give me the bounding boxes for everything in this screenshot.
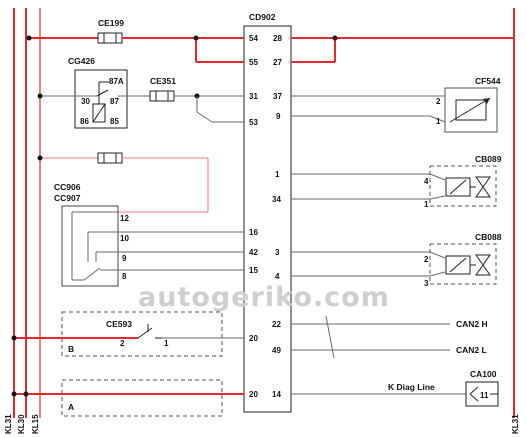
sensor-cf544 <box>291 87 498 133</box>
pin-27: 27 <box>273 58 282 67</box>
pin-9: 9 <box>276 112 281 121</box>
fuse-ce199-label: CE199 <box>98 18 124 28</box>
power-rails <box>13 8 515 418</box>
pin-37: 37 <box>273 92 282 101</box>
pin-31: 31 <box>249 92 258 101</box>
ecu-cd902-body <box>243 25 292 413</box>
cb088-pin-3: 3 <box>424 279 429 288</box>
watermark: autogeriko.com <box>138 282 390 313</box>
pin-49: 49 <box>272 346 281 355</box>
pin-15: 15 <box>249 266 258 275</box>
rail-label-kl31-left: KL31 <box>4 414 13 434</box>
pin-16: 16 <box>249 228 258 237</box>
pin-53: 53 <box>249 118 258 127</box>
pin-20-upper: 20 <box>249 334 258 343</box>
cf544-pin-1: 1 <box>436 117 441 126</box>
relay-pin-86: 86 <box>80 117 89 126</box>
junction-dot <box>23 391 29 397</box>
pin-55: 55 <box>249 58 258 67</box>
junction-dot <box>37 155 43 161</box>
relay-pin-30: 30 <box>81 97 90 106</box>
junction-dot <box>11 335 17 341</box>
box-b-label: B <box>68 344 74 354</box>
ca100-pin-11: 11 <box>480 391 489 400</box>
pin-22: 22 <box>272 320 281 329</box>
fuse-ce351-relay <box>149 90 175 102</box>
fuse-ce351-relay-label: CE351 <box>150 76 176 86</box>
rail-label-kl15: KL15 <box>31 414 40 434</box>
valve-cb089-label: CB089 <box>475 154 502 164</box>
switch-pin-9: 9 <box>122 254 127 263</box>
cb089-pin-1: 1 <box>424 200 429 209</box>
switch-cc906-label: CC906 <box>54 182 81 192</box>
cb088-pin-2: 2 <box>424 255 429 264</box>
junction-dot <box>332 35 338 41</box>
switch-pin-12: 12 <box>120 214 129 223</box>
cf544-pin-2: 2 <box>436 97 441 106</box>
rail-label-kl31-right: KL31 <box>511 414 520 434</box>
ecu-cd902-label: CD902 <box>249 12 276 22</box>
cb089-pin-4: 4 <box>424 177 429 186</box>
relay-pin-85: 85 <box>110 117 119 126</box>
junction-dot <box>11 391 17 397</box>
ce351-relay-circuit <box>149 90 244 123</box>
fuse-ce199 <box>97 32 123 44</box>
valve-cb088 <box>291 243 497 285</box>
box-a-label: A <box>68 402 74 412</box>
junction-dot <box>26 35 32 41</box>
relay-pin-87a: 87A <box>109 77 124 86</box>
sensor-cf544-label: CF544 <box>475 76 501 86</box>
fuse-ce351-feed <box>97 152 123 164</box>
switch-cc907-label: CC907 <box>54 193 81 203</box>
connector-ca100-label: CA100 <box>470 369 497 379</box>
junction-dot <box>193 35 199 41</box>
pin-54: 54 <box>249 34 258 43</box>
pin-4: 4 <box>275 272 280 281</box>
rail-label-kl30: KL30 <box>17 414 26 434</box>
relay-cg426-label: CG426 <box>68 56 95 66</box>
relay-cg426 <box>37 69 150 129</box>
switch-ce593-label: CE593 <box>106 319 132 329</box>
pin-14: 14 <box>272 390 281 399</box>
ce593-pin-2: 2 <box>120 339 125 348</box>
switch-pin-10: 10 <box>120 234 129 243</box>
pin-34: 34 <box>272 195 281 204</box>
pin-1: 1 <box>275 170 280 179</box>
ce199-circuit <box>26 32 514 63</box>
pin-42: 42 <box>249 248 258 257</box>
switch-pin-8: 8 <box>122 272 127 281</box>
junction-dot <box>37 93 43 99</box>
valve-cb088-label: CB088 <box>475 232 502 242</box>
can-bus <box>291 315 450 359</box>
relay-pin-87: 87 <box>110 97 119 106</box>
can2h-label: CAN2 H <box>456 319 488 329</box>
valve-cb089 <box>291 165 497 207</box>
kdiag-label: K Diag Line <box>388 382 435 392</box>
pin-28: 28 <box>273 34 282 43</box>
switch-cc906-cc907 <box>61 205 244 287</box>
pin-20-lower: 20 <box>249 390 258 399</box>
pin-3: 3 <box>275 248 280 257</box>
box-b-ce593 <box>11 311 244 357</box>
can2l-label: CAN2 L <box>456 345 487 355</box>
ce351-feed-circuit <box>37 152 209 213</box>
box-a-kdiag <box>11 379 499 417</box>
ce593-pin-1: 1 <box>164 339 169 348</box>
